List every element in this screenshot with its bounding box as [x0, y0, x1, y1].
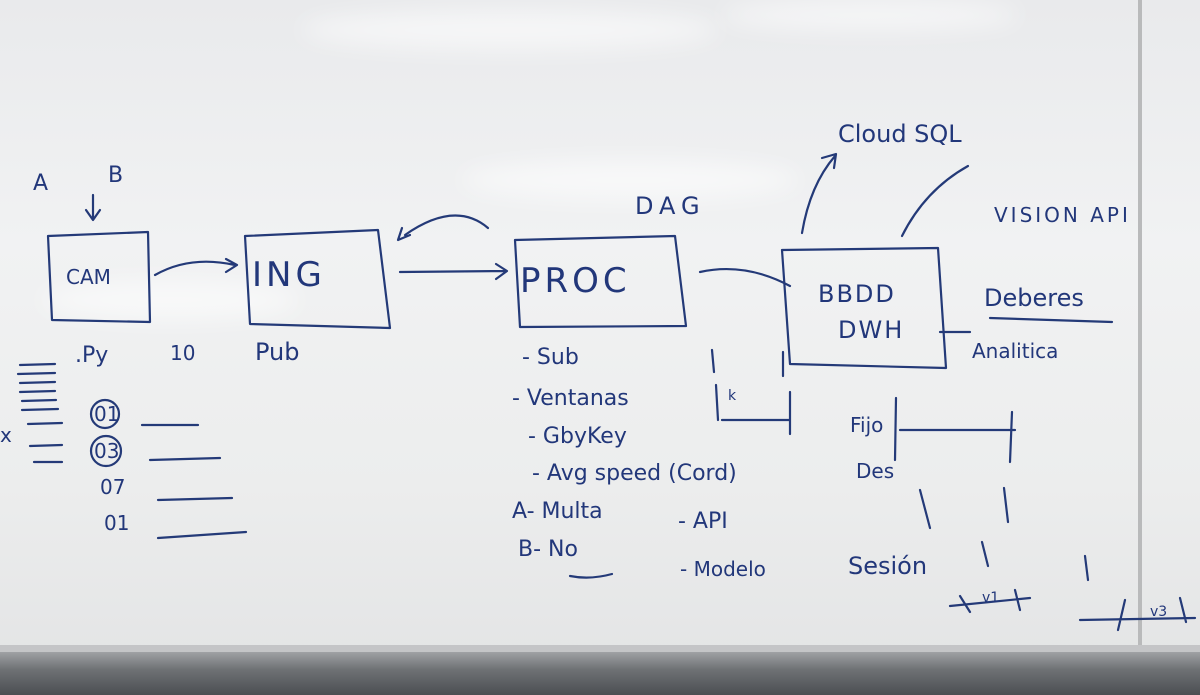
pub-label: Pub: [255, 338, 300, 366]
bbdd-box: [780, 246, 948, 370]
modelo-item: - Modelo: [680, 557, 766, 581]
circle-03: [89, 434, 123, 468]
x-mark: x: [0, 423, 12, 447]
v1-label: v1: [982, 590, 999, 606]
des-label: Des: [856, 459, 894, 483]
light-glare: [460, 160, 800, 200]
sub-item: - Sub: [522, 345, 579, 370]
line-01b: [156, 530, 248, 540]
dwh-label: DWH: [838, 316, 904, 344]
line-03: [148, 456, 222, 462]
bbdd-label: BBDD: [818, 280, 896, 308]
light-glare: [40, 280, 300, 320]
num-01b: 01: [104, 511, 129, 535]
ventanas-item: - Ventanas: [512, 386, 629, 411]
label-b: B: [108, 163, 123, 188]
vision-api-label: VISION API: [994, 203, 1131, 227]
no-underline: [568, 572, 614, 579]
fixed-window-sketch: [893, 396, 1017, 464]
session-window-sketch: [948, 540, 1197, 632]
line-07: [156, 496, 234, 502]
list-strokes: [16, 362, 64, 464]
avg-speed-item: - Avg speed (Cord): [532, 461, 737, 486]
api-item: - API: [678, 509, 728, 534]
arrow-cam-ing: [153, 257, 239, 277]
arrow-to-cloudsql: [800, 152, 838, 235]
cam-box: [46, 230, 152, 324]
board-divider: [1138, 0, 1142, 660]
num-01: 01: [94, 402, 119, 426]
arrow-ing-proc: [398, 262, 509, 281]
marker-tray: [0, 652, 1200, 695]
cam-label: CAM: [66, 265, 111, 289]
dag-label: DAG: [635, 192, 706, 220]
marker-tray-lip: [0, 645, 1200, 654]
v3-label: v3: [1150, 604, 1167, 620]
num-07: 07: [100, 475, 125, 499]
fijo-label: Fijo: [850, 413, 883, 437]
gbykey-item: - GbyKey: [528, 424, 627, 449]
light-glare: [300, 10, 720, 50]
deberes-label: Deberes: [984, 284, 1084, 312]
sesion-label: Sesión: [848, 552, 927, 580]
cloud-sql-label: Cloud SQL: [838, 120, 962, 148]
proc-box: [513, 234, 688, 329]
proc-label: PROC: [520, 261, 631, 301]
line-to-vision: [900, 164, 970, 238]
label-a: A: [33, 171, 48, 196]
ten-label: 10: [170, 341, 195, 365]
a-multa-item: A- Multa: [512, 499, 603, 524]
down-arrow: [84, 193, 102, 222]
num-03: 03: [94, 439, 119, 463]
analitica-label: Analitica: [972, 339, 1058, 363]
arrow-proc-bbdd: [698, 267, 792, 288]
curved-arrow-proc-ing: [396, 214, 490, 242]
ing-box: [243, 228, 392, 330]
ing-label: ING: [252, 255, 326, 295]
circle-01: [89, 398, 121, 430]
py-label: .Py: [75, 343, 108, 368]
deberes-underline: [988, 316, 1114, 324]
window-sketch: [710, 348, 792, 436]
k-label: k: [728, 388, 737, 404]
sliding-window-sketch: [918, 486, 1010, 530]
light-glare: [720, 0, 1020, 30]
b-no-item: B- No: [518, 537, 578, 562]
